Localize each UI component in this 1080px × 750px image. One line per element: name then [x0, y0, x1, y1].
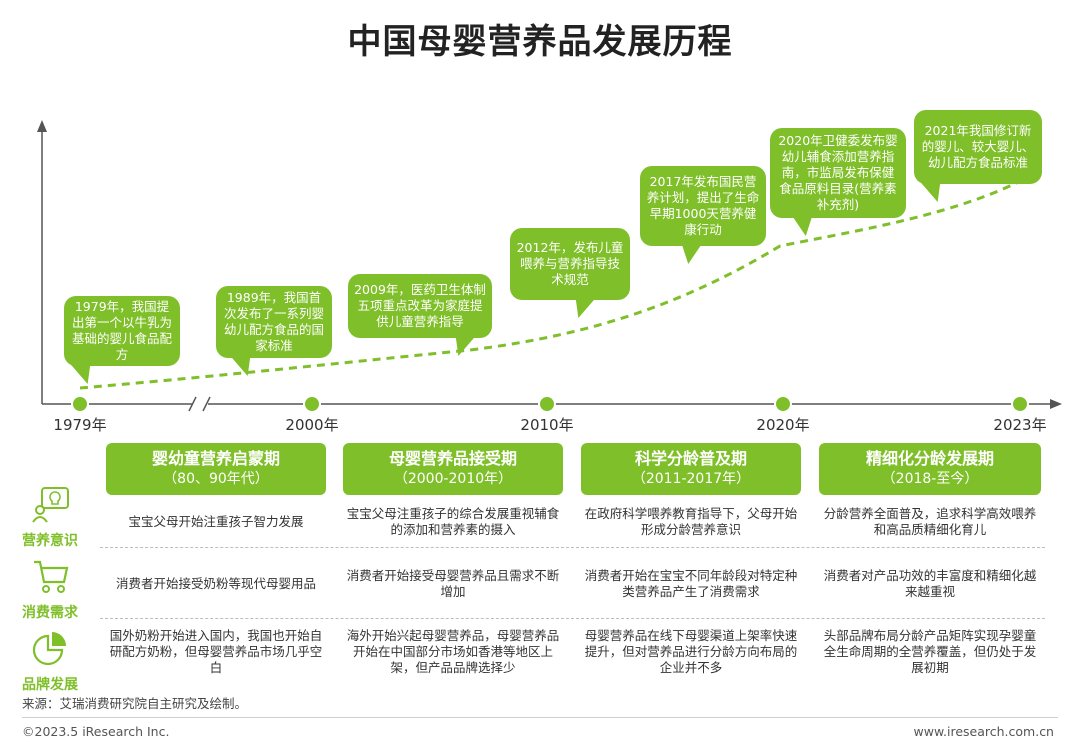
table-cell: 海外开始兴起母婴营养品，母婴营养品开始在中国部分市场如香港等地区上架，但产品品牌…: [346, 628, 560, 675]
event-bubble-2009: 2009年，医药卫生体制五项重点改革为家庭提供儿童营养指导: [348, 274, 492, 356]
footer-copyright: ©2023.5 iResearch Inc.: [22, 724, 170, 739]
table-cell: 消费者开始接受奶粉等现代母婴用品: [115, 576, 316, 591]
phase-name: 婴幼童营养启蒙期: [151, 449, 280, 468]
phase-header: 婴幼童营养启蒙期 （80、90年代）: [106, 443, 326, 495]
event-text: 2021年我国修订新的婴儿、较大婴儿、幼儿配方食品标准: [921, 123, 1035, 170]
growth-curve: [79, 174, 1031, 390]
table-cell: 消费者对产品功效的丰富度和精细化越来越重视: [823, 568, 1037, 599]
row-header-nutrition-awareness: 营养意识: [10, 484, 90, 550]
y-axis-arrow: [37, 120, 47, 132]
row-label: 营养意识: [22, 533, 78, 549]
phase-name: 精细化分龄发展期: [865, 449, 994, 468]
table-cell: 消费者开始接受母婴营养品且需求不断增加: [346, 568, 560, 599]
year-node: [71, 395, 89, 413]
footer-website-link[interactable]: www.iresearch.com.cn: [913, 724, 1055, 739]
year-label: 2000年: [285, 416, 339, 434]
table-cell: 母婴营养品在线下母婴渠道上架率快速提升，但对营养品进行分龄方向布局的企业并不多: [584, 628, 798, 675]
table-cell: 国外奶粉开始进入国内，我国也开始自研配方奶粉，但母婴营养品市场几乎空白: [109, 628, 323, 675]
event-bubble-2020: 2020年卫健委发布婴幼儿辅食添加营养指南，市监局发布保健食品原料目录(营养素补…: [770, 128, 906, 236]
x-axis-arrow: [1050, 399, 1062, 409]
event-bubble-2017: 2017年发布国民营养计划，提出了生命早期1000天营养健康行动: [640, 166, 766, 264]
row-divider: [100, 618, 1045, 619]
event-bubble-2012: 2012年，发布儿童喂养与营养指导技术规范: [510, 228, 630, 318]
phase-header: 母婴营养品接受期 （2000-2010年）: [343, 443, 563, 495]
year-node: [1011, 395, 1029, 413]
row-divider: [100, 547, 1045, 548]
phase-name: 科学分龄普及期: [634, 449, 747, 468]
footer-divider: [22, 717, 1058, 718]
bubble-tail: [792, 216, 816, 236]
source-note: 来源：艾瑞消费研究院自主研究及绘制。: [22, 696, 248, 711]
row-header-consumer-demand: 消费需求: [10, 556, 90, 622]
phase-years: （2018-至今）: [881, 471, 979, 487]
table-cell: 在政府科学喂养教育指导下，父母开始形成分龄营养意识: [584, 506, 798, 537]
event-text: 2017年发布国民营养计划，提出了生命早期1000天营养健康行动: [646, 174, 760, 237]
phase-name: 母婴营养品接受期: [388, 449, 517, 468]
lightbulb-head-icon: [32, 487, 69, 523]
table-cell: 头部品牌布局分龄产品矩阵实现孕婴童全生命周期的全营养覆盖，但仍处于发展初期: [823, 628, 1037, 675]
year-node: [303, 395, 321, 413]
bubble-tail: [678, 244, 702, 264]
phase-years: （2000-2010年）: [393, 471, 513, 487]
event-bubble-2021: 2021年我国修订新的婴儿、较大婴儿、幼儿配方食品标准: [914, 110, 1042, 202]
event-bubble-1989: 1989年，我国首次发布了一系列婴幼儿配方食品的国家标准: [216, 286, 332, 376]
event-text: 2012年，发布儿童喂养与营养指导技术规范: [516, 240, 624, 287]
event-text: 2020年卫健委发布婴幼儿辅食添加营养指南，市监局发布保健食品原料目录(营养素补…: [778, 133, 898, 212]
row-label: 消费需求: [22, 605, 78, 621]
year-node: [774, 395, 792, 413]
shopping-cart-icon: [34, 560, 69, 593]
phase-header: 科学分龄普及期 （2011-2017年）: [581, 443, 801, 495]
pie-chart-icon: [32, 632, 66, 666]
axis-break-mark-2: [202, 396, 211, 412]
event-text: 1979年，我国提出第一个以牛乳为基础的婴儿食品配方: [71, 299, 172, 362]
row-label: 品牌发展: [22, 677, 78, 693]
axis-break-mark-1: [188, 396, 197, 412]
year-node: [538, 395, 556, 413]
event-bubble-1979: 1979年，我国提出第一个以牛乳为基础的婴儿食品配方: [64, 296, 180, 384]
phase-years: （80、90年代）: [163, 471, 269, 487]
table-cell: 宝宝父母开始注重孩子智力发展: [128, 514, 304, 529]
phase-years: （2011-2017年）: [631, 471, 751, 487]
row-header-brand-development: 品牌发展: [10, 628, 90, 694]
year-label: 2010年: [520, 416, 574, 434]
year-label: 1979年: [53, 416, 107, 434]
timeline-chart: [37, 120, 1062, 413]
year-label: 2020年: [756, 416, 810, 434]
event-text: 2009年，医药卫生体制五项重点改革为家庭提供儿童营养指导: [354, 282, 486, 329]
table-cell: 消费者开始在宝宝不同年龄段对特定种类营养品产生了消费需求: [584, 568, 798, 599]
table-cell: 分龄营养全面普及，追求科学高效喂养和高品质精细化育儿: [823, 506, 1037, 537]
page-title: 中国母婴营养品发展历程: [347, 22, 733, 62]
event-text: 1989年，我国首次发布了一系列婴幼儿配方食品的国家标准: [223, 290, 324, 353]
phase-header: 精细化分龄发展期 （2018-至今）: [819, 443, 1041, 495]
table-cell: 宝宝父母注重孩子的综合发展重视辅食的添加和营养素的摄入: [346, 506, 560, 537]
year-label: 2023年: [993, 416, 1047, 434]
